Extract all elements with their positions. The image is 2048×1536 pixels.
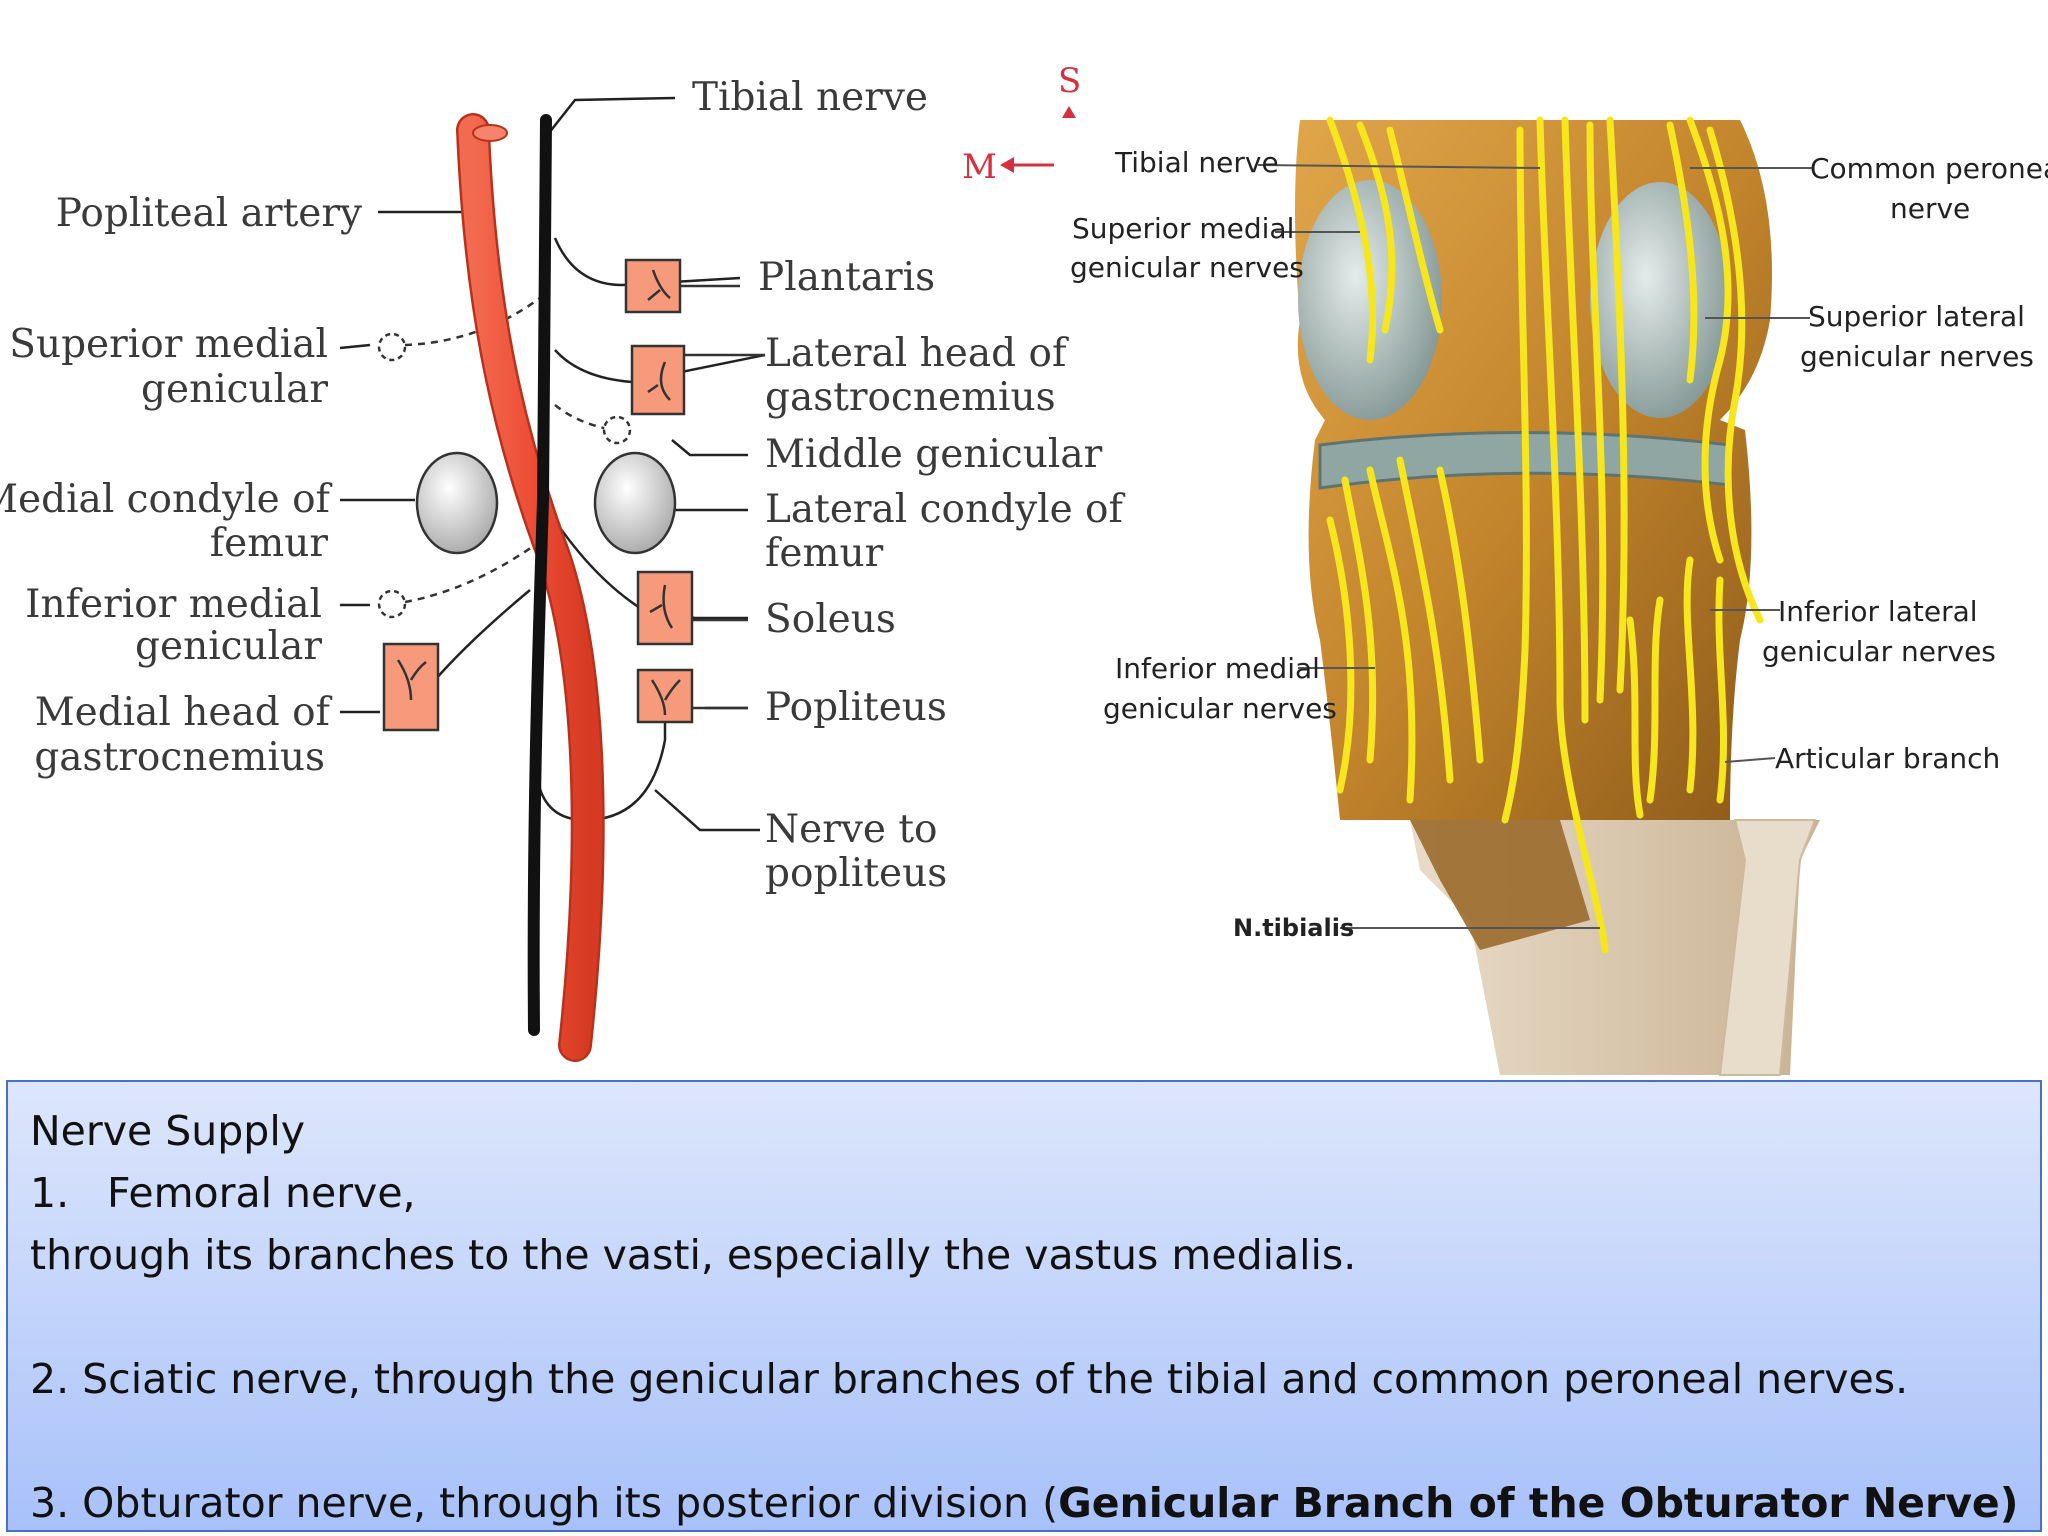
item-3-bold: Genicular Branch of the Obturator Nerve) (1058, 1479, 2019, 1527)
label-lateral-condyle-1: Lateral condyle of (765, 487, 1126, 532)
medial-head-branch-icon (396, 659, 427, 701)
label-r-inferior-lateral-1: Inferior lateral (1778, 595, 1978, 628)
label-middle-genicular: Middle genicular (765, 432, 1103, 477)
nerve-supply-heading: Nerve Supply (30, 1107, 305, 1155)
leader-lateral-head (554, 349, 766, 384)
label-r-inferior-lateral-2: genicular nerves (1762, 635, 1996, 668)
label-superior-medial-1: Superior medial (9, 322, 328, 367)
leader-r-tibial-nerve (1257, 164, 1541, 169)
label-medial-condyle-2: femur (210, 521, 329, 566)
right-diagram: Tibial nerve Superior medial genicular n… (1070, 116, 2048, 1076)
superior-medial-genicular-marker (377, 332, 407, 362)
item-2: 2. Sciatic nerve, through the genicular … (30, 1355, 1909, 1403)
label-r-tibial-nerve: Tibial nerve (1114, 146, 1279, 179)
fibula-shaft (1718, 819, 1817, 1076)
label-inferior-medial-2: genicular (135, 624, 322, 669)
dash-middle-genicular (554, 404, 616, 432)
nerve-medial-head (434, 589, 531, 681)
tibia-shadow (1410, 820, 1590, 950)
plantaris-box (624, 258, 682, 314)
label-r-superior-lateral-2: genicular nerves (1800, 340, 2034, 373)
label-r-superior-medial-2: genicular nerves (1070, 251, 1304, 284)
label-lateral-head-2: gastrocnemius (765, 375, 1056, 420)
label-popliteal-artery: Popliteal artery (56, 191, 362, 236)
left-diagram: Tibial nerve Popliteal artery Superior m… (0, 61, 1126, 1062)
nerve-fibers (1326, 116, 1764, 954)
middle-genicular-marker (602, 415, 632, 445)
lateral-condyle-shape (593, 451, 677, 555)
label-soleus: Soleus (765, 597, 896, 642)
inferior-medial-genicular-marker (377, 589, 407, 619)
label-medial-head-2: gastrocnemius (34, 735, 325, 780)
medial-condyle-shape (415, 451, 499, 555)
spacer (30, 1286, 2018, 1348)
item-1-number: 1. (30, 1169, 70, 1217)
popliteal-artery (458, 115, 603, 1060)
label-r-inferior-medial-2: genicular nerves (1103, 692, 1337, 725)
item-3-plain: 3. Obturator nerve, through its posterio… (30, 1479, 1059, 1527)
label-nerve-to-popliteus-2: popliteus (765, 851, 947, 896)
label-r-superior-medial-1: Superior medial (1072, 212, 1294, 245)
popliteal-artery-end (472, 124, 508, 142)
item-3-line: 3. Obturator nerve, through its posterio… (30, 1472, 2018, 1534)
label-superior-medial-2: genicular (141, 367, 328, 412)
item-1-line: 1. Femoral nerve, (30, 1162, 2018, 1224)
popliteus-box (636, 668, 694, 724)
plantaris-branch-icon (647, 269, 671, 301)
soleus-branch-icon (649, 584, 674, 629)
label-inferior-medial-1: Inferior medial (25, 582, 322, 627)
leader-plantaris (553, 237, 741, 287)
spacer (30, 1410, 2018, 1472)
lateral-femoral-condyle (1590, 182, 1730, 418)
leader-nerve-to-popliteus (654, 789, 760, 832)
nerve-supply-textbox: Nerve Supply 1. Femoral nerve, through it… (6, 1080, 2042, 1532)
label-r-articular-branch: Articular branch (1775, 742, 2000, 775)
label-medial-head-1: Medial head of (35, 690, 333, 735)
label-popliteus: Popliteus (765, 685, 947, 730)
arrow-left-icon (1000, 157, 1014, 173)
leader-tibial-nerve (544, 96, 676, 139)
popliteus-branch-icon (650, 679, 681, 716)
label-r-inferior-medial-1: Inferior medial (1115, 652, 1320, 685)
medial-head-box (382, 642, 440, 732)
tibial-nerve (527, 114, 552, 1036)
label-r-common-peroneal-1: Common peroneal (1810, 152, 2048, 185)
dash-superior-medial (404, 296, 541, 347)
label-lateral-head-1: Lateral head of (765, 331, 1069, 376)
label-nerve-to-popliteus-1: Nerve to (765, 807, 938, 852)
leader-superior-medial (339, 343, 371, 350)
label-r-common-peroneal-2: nerve (1890, 192, 1970, 225)
label-plantaris: Plantaris (758, 255, 935, 300)
lateral-head-branch-icon (647, 361, 671, 401)
arrow-up-icon (1062, 106, 1076, 118)
lateral-head-box (630, 344, 686, 416)
label-lateral-condyle-2: femur (765, 531, 884, 576)
label-r-superior-lateral-1: Superior lateral (1808, 300, 2025, 333)
item-1-detail: through its branches to the vasti, espec… (30, 1231, 1357, 1279)
label-tibial-nerve: Tibial nerve (692, 75, 928, 120)
label-medial-condyle-1: Medial condyle of (0, 477, 333, 522)
leader-middle-genicular (671, 439, 748, 457)
orientation-superior: S (1058, 61, 1081, 101)
label-r-n-tibialis: N.tibialis (1233, 914, 1354, 942)
orientation-medial: M (962, 147, 997, 187)
leader-r-articular-branch (1724, 757, 1776, 763)
item-1-title: Femoral nerve, (107, 1169, 416, 1217)
dash-inferior-medial (404, 543, 536, 604)
diagram-canvas: Tibial nerve Popliteal artery Superior m… (0, 61, 2048, 1076)
